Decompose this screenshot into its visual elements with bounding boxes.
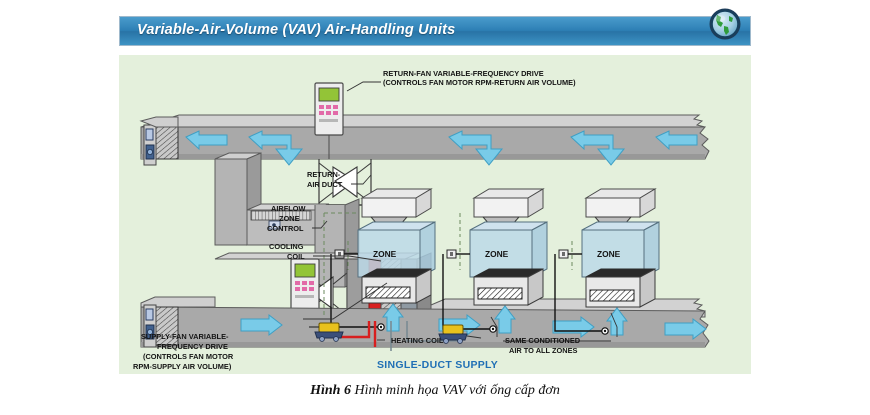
airflow-zone-leader (312, 220, 328, 229)
page-title: Variable-Air-Volume (VAV) Air-Handling U… (137, 22, 456, 38)
vav-damper-3 (589, 289, 635, 302)
zone-label-1: ZONE (373, 249, 397, 259)
vav-damper-2 (477, 287, 523, 300)
label-heating-coil: HEATING COIL (391, 336, 444, 345)
zone-group-2: ZONE (442, 188, 548, 333)
label-airflow-zone-l2: ZONE (279, 214, 300, 223)
label-supply-vfd-l1: SUPPLY-FAN VARIABLE- (141, 332, 229, 341)
control-wire-3 (554, 254, 605, 332)
supply-duct-end-filter (143, 304, 179, 348)
same-air-leader-right (610, 312, 618, 337)
label-return-fan-vfd-l1: RETURN-FAN VARIABLE-FREQUENCY DRIVE (383, 69, 544, 78)
label-same-air-l2: AIR TO ALL ZONES (509, 346, 578, 355)
supply-vfd-leader (303, 282, 388, 320)
zone-label-2: ZONE (485, 249, 509, 259)
return-airflow-arrows (185, 130, 698, 166)
left-riser-duct (214, 159, 248, 246)
zone-group-1: ZONE (330, 188, 436, 331)
vav-damper-1 (365, 286, 411, 299)
label-same-air-l1: SAME CONDITIONED (505, 336, 581, 345)
label-supply-vfd-l4: RPM-SUPPLY AIR VOLUME) (133, 362, 232, 371)
vav-system-drawing: RETURN-FAN VARIABLE-FREQUENCY DRIVE (CON… (133, 69, 710, 371)
return-duct-top-face (140, 114, 706, 128)
label-cooling-coil-l1: COOLING (269, 242, 304, 251)
figure-caption-text: Hình minh họa VAV với ống cấp đơn (354, 383, 560, 398)
return-vfd-leader (346, 81, 381, 92)
label-airflow-zone-l3: CONTROL (267, 224, 304, 233)
figure-caption: Hình 6 Hình minh họa VAV với ống cấp đơn (0, 383, 870, 399)
diagram-panel: Variable-Air-Volume (VAV) Air-Handling U… (119, 8, 751, 374)
zone-group-3: ZONE (554, 188, 660, 335)
supply-fan-vfd-panel (290, 258, 320, 312)
panel-title-bar: Variable-Air-Volume (VAV) Air-Handling U… (119, 16, 751, 46)
pump-icon-2 (438, 324, 482, 344)
label-return-air-duct-l2: AIR DUCT (307, 180, 343, 189)
pump-icon-1 (309, 322, 344, 342)
label-single-duct-supply: SINGLE-DUCT SUPPLY (377, 359, 498, 371)
return-fan-vfd-panel (314, 82, 344, 159)
return-duct-end-filter (139, 116, 179, 166)
label-cooling-coil-l2: COIL (287, 252, 305, 261)
label-return-air-duct-l1: RETURN- (307, 170, 341, 179)
return-air-duct-leader (351, 174, 372, 185)
figure-number: Hình 6 (310, 383, 351, 398)
label-supply-vfd-l3: (CONTROLS FAN MOTOR (143, 352, 234, 361)
label-airflow-zone-l1: AIRFLOW (271, 204, 306, 213)
label-supply-vfd-l2: FREQUENCY DRIVE (157, 342, 228, 351)
cooling-coil-leader (313, 255, 382, 262)
diagram-canvas: RETURN-FAN VARIABLE-FREQUENCY DRIVE (CON… (119, 55, 751, 374)
label-return-fan-vfd-l2: (CONTROLS FAN MOTOR RPM-RETURN AIR VOLUM… (383, 78, 576, 87)
globe-icon (709, 8, 741, 40)
same-air-leader-left (490, 316, 498, 337)
zone-control-dashed-lines (323, 212, 461, 317)
mid-duct-grille (250, 210, 312, 221)
zone-label-3: ZONE (597, 249, 621, 259)
